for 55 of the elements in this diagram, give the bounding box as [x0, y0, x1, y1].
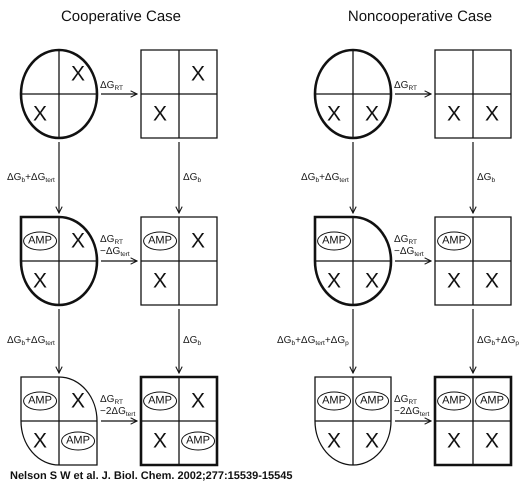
subunit-mark: X: [153, 430, 167, 452]
arrow: [349, 142, 357, 214]
edge-label: ΔG$_{b}$+ΔG$_{p}$: [477, 335, 520, 348]
arrow: [55, 142, 63, 214]
subunit-mark: X: [365, 104, 379, 125]
subunit-mark: X: [485, 104, 499, 125]
edge-label: ΔG$_{b}$: [477, 172, 496, 184]
edge-label: ΔG$_{b}$+ΔG$_{tert}$: [7, 172, 55, 184]
subunit-mark: X: [191, 230, 205, 252]
subunit-mark: X: [327, 430, 341, 452]
subunit-mark: X: [71, 63, 85, 84]
arrow: [395, 417, 432, 425]
subunit-mark: X: [71, 230, 85, 252]
arrow: [101, 417, 138, 425]
subunit-mark: X: [153, 104, 167, 125]
subunit-mark: X: [327, 270, 341, 292]
edge-label: ΔG$_{b}$+ΔG$_{tert}$+ΔG$_{p}$: [277, 335, 349, 348]
subunit-mark: X: [485, 430, 499, 452]
arrow: [349, 309, 357, 374]
subunit-mark: X: [365, 430, 379, 452]
arrow: [175, 309, 183, 374]
subunit-mark: X: [33, 270, 47, 292]
arrow: [101, 257, 138, 265]
edge-label: ΔG$_{b}$+ΔG$_{tert}$: [7, 335, 55, 348]
edge-label: ΔG$_{RT}$ −2ΔG$_{tert}$: [100, 394, 134, 419]
subunit-mark: X: [327, 104, 341, 125]
subunit-mark: X: [71, 390, 85, 412]
arrow: [101, 90, 138, 98]
edge-label: ΔG$_{RT}$ −ΔG$_{tert}$: [100, 234, 131, 259]
column-heading: Noncooperative Case: [348, 8, 492, 25]
arrow: [395, 90, 432, 98]
edge-label: ΔG$_{b}$: [183, 172, 202, 184]
subunit-mark: X: [33, 104, 47, 125]
edge-label: ΔG$_{b}$: [183, 335, 202, 348]
arrow: [469, 142, 477, 214]
edge-label: ΔG$_{RT}$ −2ΔG$_{tert}$: [394, 394, 428, 419]
arrow: [395, 257, 432, 265]
citation-caption: Nelson S W et al. J. Biol. Chem. 2002;277:15539-15545: [10, 470, 292, 482]
subunit-mark: X: [485, 270, 499, 292]
column-heading: Cooperative Case: [60, 8, 182, 25]
subunit-mark: X: [153, 270, 167, 292]
subunit-mark: X: [365, 270, 379, 292]
edge-label: ΔG$_{RT}$ −ΔG$_{tert}$: [394, 234, 425, 259]
subunit-mark: X: [33, 430, 47, 452]
arrow: [175, 142, 183, 214]
subunit-mark: X: [191, 63, 205, 84]
subunit-mark: X: [191, 390, 205, 412]
arrow: [55, 309, 63, 374]
edge-label: ΔG$_{b}$+ΔG$_{tert}$: [301, 172, 349, 184]
subunit-mark: X: [447, 104, 461, 125]
edge-label: ΔG$_{RT}$: [100, 80, 124, 92]
subunit-mark: X: [447, 430, 461, 452]
arrow: [469, 309, 477, 374]
edge-label: ΔG$_{RT}$: [394, 80, 418, 92]
subunit-mark: X: [447, 270, 461, 292]
